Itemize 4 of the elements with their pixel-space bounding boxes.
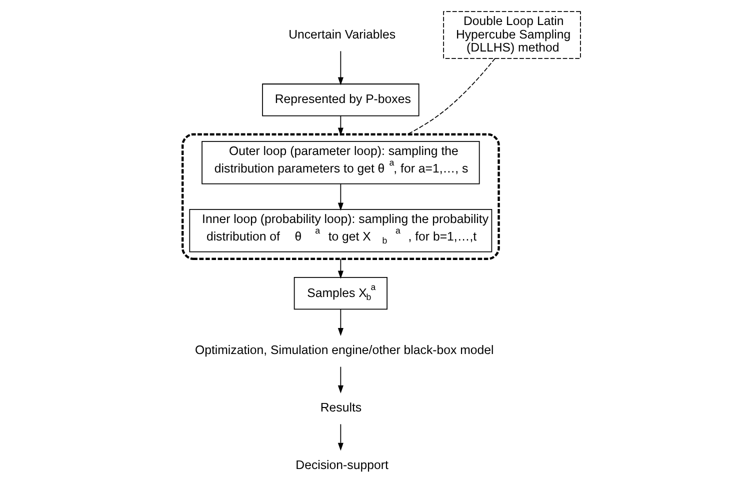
node-text: Uncertain Variables xyxy=(288,27,396,42)
node-text: Results xyxy=(320,400,362,414)
node-text: Decision-support xyxy=(295,458,388,472)
node-text: Optimization, Simulation engine/other black-box model xyxy=(194,342,494,357)
